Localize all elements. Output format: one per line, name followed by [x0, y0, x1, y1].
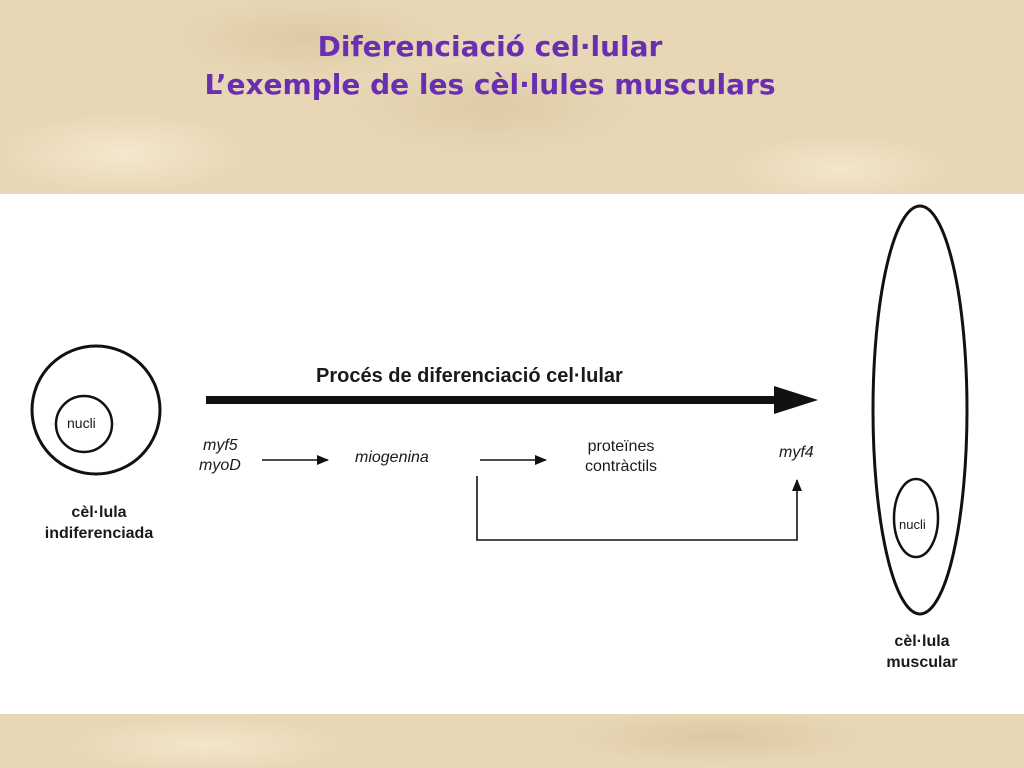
- slide-title-line-1: Diferenciació cel·lular: [317, 30, 663, 63]
- muscle-cell-membrane: [871, 204, 969, 616]
- muscle-cell-caption-line-1: cèl·lula: [894, 633, 950, 650]
- diagram-graphics: [30, 204, 969, 616]
- process-label: Procés de diferenciació cel·lular: [316, 365, 623, 387]
- gene-myod: myoD: [199, 457, 241, 474]
- undiff-cell-nucleus: [54, 394, 114, 454]
- undiff-cell-caption-line-2: indiferenciada: [44, 525, 154, 542]
- muscle-cell-nucleus: [892, 477, 940, 559]
- muscle-cell-caption: cèl·lula muscular: [862, 631, 982, 673]
- slide-title-line-2: L’exemple de les cèl·lules musculars: [204, 68, 776, 101]
- gene-myf5: myf5: [203, 437, 238, 454]
- muscle-nucleus-label: nucli: [899, 517, 926, 532]
- muscle-cell-caption-line-2: muscular: [886, 654, 958, 671]
- process-arrow-head: [774, 386, 818, 414]
- proteines-contractils: proteïnes contràctils: [566, 437, 676, 477]
- diagram-panel: nucli cèl·lula indiferenciada Procés de …: [0, 194, 1024, 714]
- proteines-line-1: proteïnes: [587, 438, 655, 455]
- gene-myf4: myf4: [779, 444, 814, 461]
- undiff-cell-caption-line-1: cèl·lula: [71, 504, 127, 521]
- undiff-cell-membrane: [30, 344, 162, 476]
- undiff-cell-caption: cèl·lula indiferenciada: [24, 502, 174, 544]
- slide-title: Diferenciació cel·lular L’exemple de les…: [0, 28, 980, 104]
- undiff-nucleus-label: nucli: [67, 415, 96, 431]
- arrow-miogenina-to-myf4: [476, 476, 802, 541]
- gene-miogenina: miogenina: [355, 449, 429, 466]
- proteines-line-2: contràctils: [584, 458, 658, 475]
